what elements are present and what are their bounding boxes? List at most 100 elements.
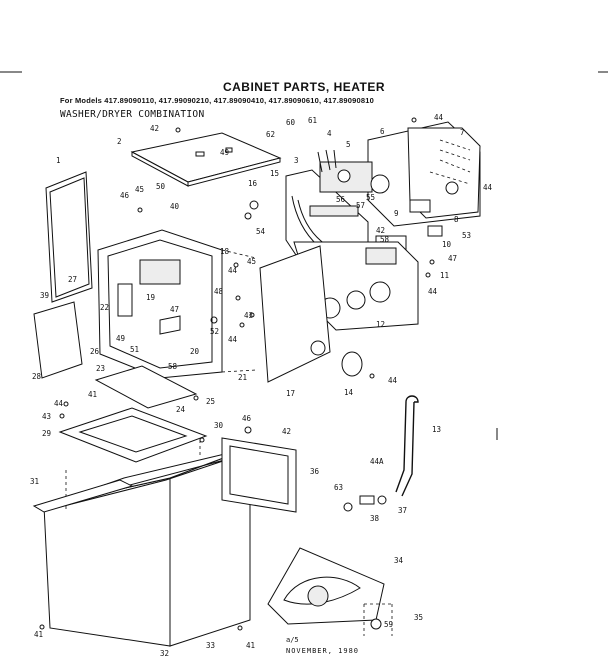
callout-number: 61 (308, 116, 317, 125)
callout-number: 27 (68, 275, 77, 284)
callout-number: 34 (394, 556, 404, 565)
callout-number: 20 (190, 347, 200, 356)
callout-number: 30 (214, 421, 224, 430)
page-code: a/5 (286, 636, 299, 644)
callout-number: 4 (327, 129, 332, 138)
callout-number: 5 (346, 140, 351, 149)
callout-number: 44 (228, 335, 238, 344)
callout-number: 47 (170, 305, 179, 314)
callout-number: 47 (448, 254, 457, 263)
callout-number: 62 (266, 130, 275, 139)
callout-number: 38 (370, 514, 380, 523)
callout-number: 57 (356, 201, 365, 210)
callout-number: 58 (168, 362, 178, 371)
callout-number: 44A (370, 457, 384, 466)
callout-number: 56 (336, 195, 346, 204)
part-rod-hook (405, 395, 419, 403)
part-base-pan (267, 547, 385, 625)
part-bottom-plate (94, 365, 198, 409)
callout-number: 59 (384, 620, 393, 629)
callout-number: 41 (34, 630, 43, 639)
callout-number: 43 (244, 311, 253, 320)
callout-number: 43 (42, 412, 51, 421)
callout-number: 40 (170, 202, 180, 211)
callout-number: 44 (428, 287, 438, 296)
callout-number: 50 (156, 182, 166, 191)
callout-number: 16 (248, 179, 258, 188)
callout-number: 21 (238, 373, 247, 382)
callout-number: 46 (242, 414, 252, 423)
callout-number: 44 (434, 113, 444, 122)
callout-number: 17 (286, 389, 295, 398)
callout-number: 32 (160, 649, 169, 658)
callout-number: 53 (462, 231, 471, 240)
callout-number: 63 (334, 483, 343, 492)
callout-number: 54 (256, 227, 266, 236)
callout-number: 7 (460, 128, 465, 137)
callout-number: 6 (380, 127, 385, 136)
part-fitting-37 (377, 495, 387, 505)
callout-number: 23 (96, 364, 105, 373)
callout-number: 42 (282, 427, 291, 436)
callout-number: 9 (394, 209, 399, 218)
callout-number: 44 (228, 266, 238, 275)
callout-number: 26 (90, 347, 100, 356)
part-fitting-38 (359, 495, 375, 505)
callout-number: 31 (30, 477, 39, 486)
callout-number: 3 (294, 156, 299, 165)
callout-number: 33 (206, 641, 215, 650)
callout-number: 35 (414, 613, 423, 622)
diagram-title: CABINET PARTS, HEATER (222, 80, 386, 94)
callout-number: 42 (150, 124, 159, 133)
callout-number: 48 (214, 287, 224, 296)
part-access-panel (221, 437, 297, 513)
callout-number: 55 (366, 193, 375, 202)
callout-number: 44 (483, 183, 493, 192)
callout-number: 37 (398, 506, 407, 515)
callout-number: 1 (56, 156, 61, 165)
callout-number: 51 (130, 345, 139, 354)
callout-number: 42 (376, 226, 385, 235)
part-rod (395, 401, 407, 493)
part-door (33, 301, 83, 379)
callout-number: 18 (220, 247, 230, 256)
callout-number: 44 (54, 399, 64, 408)
callout-number: 22 (100, 303, 109, 312)
part-rod-outline (401, 401, 415, 497)
callout-number: 8 (454, 215, 459, 224)
callout-number: 52 (210, 327, 219, 336)
callout-number: 45 (247, 257, 256, 266)
callout-number: 24 (176, 405, 186, 414)
callout-number: 49 (116, 334, 125, 343)
callout-number: 44 (388, 376, 398, 385)
callout-number: 60 (286, 118, 296, 127)
callout-number: 28 (32, 372, 42, 381)
part-timer-assembly (317, 149, 390, 194)
callout-number: 58 (380, 235, 390, 244)
model-numbers: For Models 417.89090110, 417.99090210, 4… (60, 96, 374, 105)
part-cover-disk (341, 351, 363, 377)
callout-number: 49 (220, 148, 229, 157)
callout-number: 36 (310, 467, 320, 476)
part-fitting-63 (343, 502, 353, 512)
part-control-frame (97, 229, 257, 379)
callout-number: 39 (40, 291, 49, 300)
callout-number: 45 (135, 185, 144, 194)
callout-number: 12 (376, 320, 385, 329)
part-top-frame (58, 407, 208, 463)
callout-number: 10 (442, 240, 452, 249)
callout-number: 11 (440, 271, 449, 280)
part-leveling-foot (363, 603, 393, 636)
callout-number: 41 (246, 641, 255, 650)
callout-number: 25 (206, 397, 215, 406)
part-back-panel (259, 245, 331, 383)
part-side-panel (45, 171, 93, 303)
part-front-frame (32, 479, 134, 513)
callout-number: 29 (42, 429, 51, 438)
callout-number: 41 (88, 390, 97, 399)
callout-number: 46 (120, 191, 130, 200)
callout-number: 15 (270, 169, 279, 178)
diagram-subtitle: WASHER/DRYER COMBINATION (60, 109, 205, 120)
